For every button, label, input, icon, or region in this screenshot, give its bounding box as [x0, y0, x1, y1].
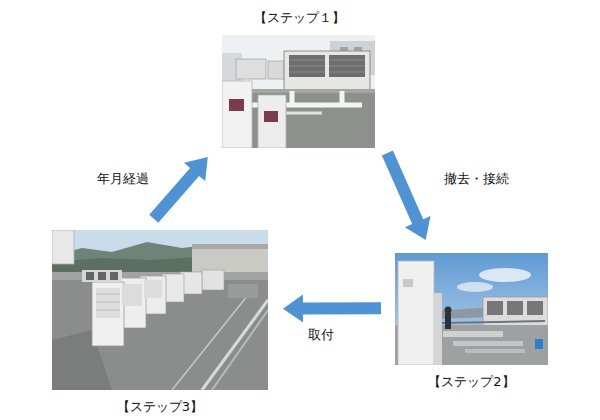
arrow-label: 撤去・接続 — [442, 170, 511, 188]
step-photo-node: 【ステップ2】 — [392, 250, 551, 392]
arrow-label: 取付 — [306, 326, 336, 344]
step-heading: 【ステップ2】 — [392, 374, 551, 390]
rooftop-photo — [222, 35, 375, 148]
step-photo-node: 【ステップ１】 — [215, 8, 383, 150]
arrow-label: 年月経過 — [95, 170, 151, 188]
step-photo-node: 【ステップ3】 — [48, 227, 272, 417]
flow-arrow — [149, 157, 208, 223]
flow-arrow — [382, 151, 431, 240]
removal-photo — [395, 253, 548, 365]
step-heading: 【ステップ１】 — [215, 10, 383, 26]
flow-arrow — [283, 295, 381, 323]
step-heading: 【ステップ3】 — [48, 399, 272, 415]
installed-photo — [52, 230, 268, 390]
